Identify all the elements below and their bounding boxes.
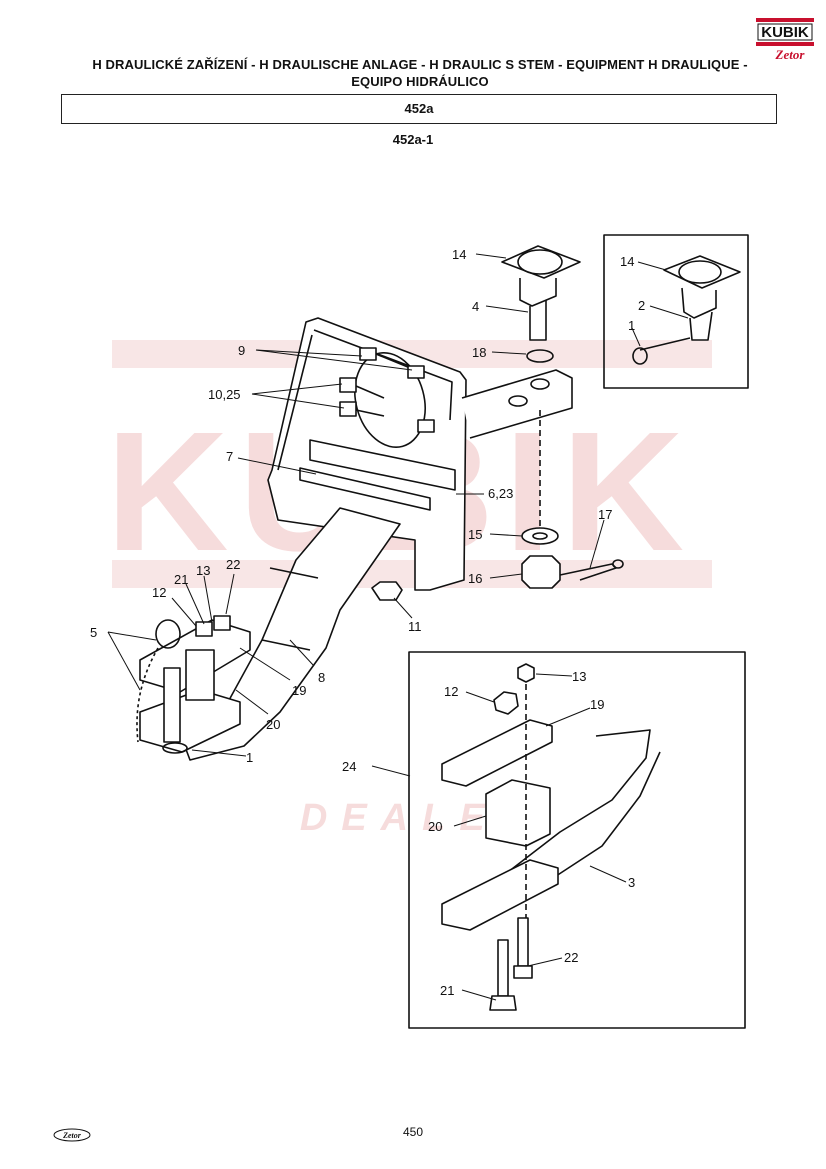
castle-nut-16 — [521, 555, 561, 589]
callout-15: 15 — [468, 527, 482, 542]
inset-exploded-parts — [441, 663, 661, 1011]
swivel-pin — [501, 245, 581, 363]
detail-callout-20: 20 — [428, 819, 442, 834]
callout-7: 7 — [226, 449, 233, 464]
callout-13: 13 — [196, 563, 210, 578]
detail-inset-box-bottom — [408, 651, 746, 1029]
page-title: H DRAULICKÉ ZAŘÍZENÍ - H DRAULISCHE ANLA… — [40, 56, 800, 90]
callout-20: 20 — [266, 717, 280, 732]
leader-lines — [107, 253, 689, 1001]
bolt-set — [339, 347, 435, 433]
callout-1: 1 — [246, 750, 253, 765]
inset-callout-14: 14 — [620, 254, 634, 269]
callout-12: 12 — [152, 585, 166, 600]
callout-10-25: 10,25 — [208, 387, 241, 402]
callout-14: 14 — [452, 247, 466, 262]
detail-callout-3: 3 — [628, 875, 635, 890]
inset-callout-2: 2 — [638, 298, 645, 313]
detail-inset-box-top — [603, 234, 749, 389]
callout-9: 9 — [238, 343, 245, 358]
zetor-logo-text: Zetor — [775, 47, 806, 62]
kubik-logo-text: KUBIK — [761, 24, 809, 41]
detail-callout-12: 12 — [444, 684, 458, 699]
detail-callout-22: 22 — [564, 950, 578, 965]
callout-19: 19 — [292, 683, 306, 698]
horizontal-arm — [461, 369, 573, 439]
title-line-2: EQUIPO HIDRÁULICO — [351, 74, 489, 89]
callout-18: 18 — [472, 345, 486, 360]
callout-21: 21 — [174, 572, 188, 587]
callout-4: 4 — [472, 299, 479, 314]
detail-callout-19: 19 — [590, 697, 604, 712]
inset-swivel-pin — [632, 255, 741, 365]
section-code: 452a — [61, 94, 777, 124]
inset-callout-1: 1 — [628, 318, 635, 333]
detail-callout-24: 24 — [342, 759, 356, 774]
callout-6-23: 6,23 — [488, 486, 513, 501]
callout-11: 11 — [408, 619, 422, 634]
mounting-bracket — [267, 317, 467, 591]
kubik-logo: KUBIK Zetor — [756, 18, 814, 62]
callout-labels: 14 4 18 9 10,25 7 6,23 15 16 17 11 5 12 … — [90, 247, 645, 998]
detail-callout-13: 13 — [572, 669, 586, 684]
nut-11 — [371, 581, 403, 601]
callout-16: 16 — [468, 571, 482, 586]
detail-callout-21: 21 — [440, 983, 454, 998]
zetor-footer-logo: Zetor — [53, 1128, 91, 1142]
washer-15 — [521, 527, 559, 545]
page-number: 450 — [402, 1125, 424, 1139]
callout-8: 8 — [318, 670, 325, 685]
callout-5: 5 — [90, 625, 97, 640]
callout-22: 22 — [226, 557, 240, 572]
callout-17: 17 — [598, 507, 612, 522]
zetor-footer-logo-text: Zetor — [62, 1131, 82, 1140]
title-line-1: H DRAULICKÉ ZAŘÍZENÍ - H DRAULISCHE ANLA… — [92, 57, 748, 72]
subsection-code: 452a-1 — [392, 132, 434, 147]
